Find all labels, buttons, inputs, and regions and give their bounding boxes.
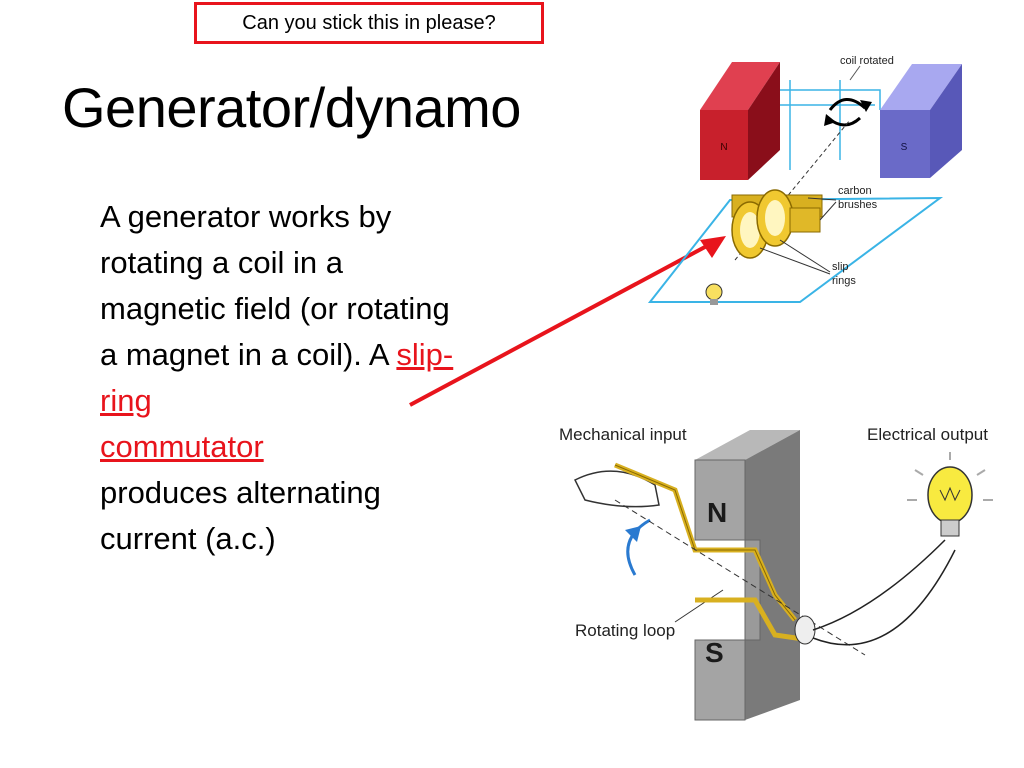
- south-magnet: S: [880, 64, 962, 178]
- body-text-outro: produces alternating current (a.c.): [100, 475, 381, 556]
- slip-label: slip: [832, 261, 849, 273]
- coil-rotated-label: coil rotated: [840, 55, 894, 67]
- slip-ring-cylinder: [794, 615, 816, 645]
- lightbulb-icon: [705, 283, 723, 305]
- pointer-arrow: [409, 236, 726, 407]
- slide-title: Generator/dynamo: [62, 76, 521, 139]
- horseshoe-magnet: N S: [694, 430, 800, 721]
- lightbulb-icon: [907, 452, 993, 537]
- body-text-intro: A generator works by rotating a coil in …: [100, 199, 450, 372]
- slip-rings: [731, 189, 823, 259]
- slip-ring-generator-diagram: N S coil rotated carbon brushes slip rin…: [647, 55, 962, 305]
- bottom-pole-s-label: S: [705, 637, 724, 668]
- top-pole-s-label: S: [901, 142, 908, 153]
- annotation-note: Can you stick this in please?: [194, 2, 544, 44]
- slide-body: A generator works by rotating a coil in …: [100, 194, 470, 562]
- bottom-pole-n-label: N: [707, 497, 727, 528]
- rings-label: rings: [832, 275, 856, 287]
- rotating-loop-label: Rotating loop: [575, 621, 675, 640]
- slip-ring-link[interactable]: slip-ring: [100, 337, 454, 418]
- rotating-loop-generator-diagram: Mechanical input Electrical output Rotat…: [559, 425, 993, 721]
- annotation-note-text: Can you stick this in please?: [242, 12, 496, 34]
- electrical-output-label: Electrical output: [867, 425, 988, 444]
- rotation-arrow-icon: [828, 98, 867, 111]
- carbon-label: carbon: [838, 185, 872, 197]
- brushes-label: brushes: [838, 199, 878, 211]
- hand-icon: [573, 470, 660, 508]
- mechanical-input-label: Mechanical input: [559, 425, 687, 444]
- top-pole-n-label: N: [720, 142, 727, 153]
- commutator-link[interactable]: commutator: [100, 429, 264, 464]
- rotation-arrow-icon: [626, 518, 651, 576]
- north-magnet: N: [700, 62, 780, 180]
